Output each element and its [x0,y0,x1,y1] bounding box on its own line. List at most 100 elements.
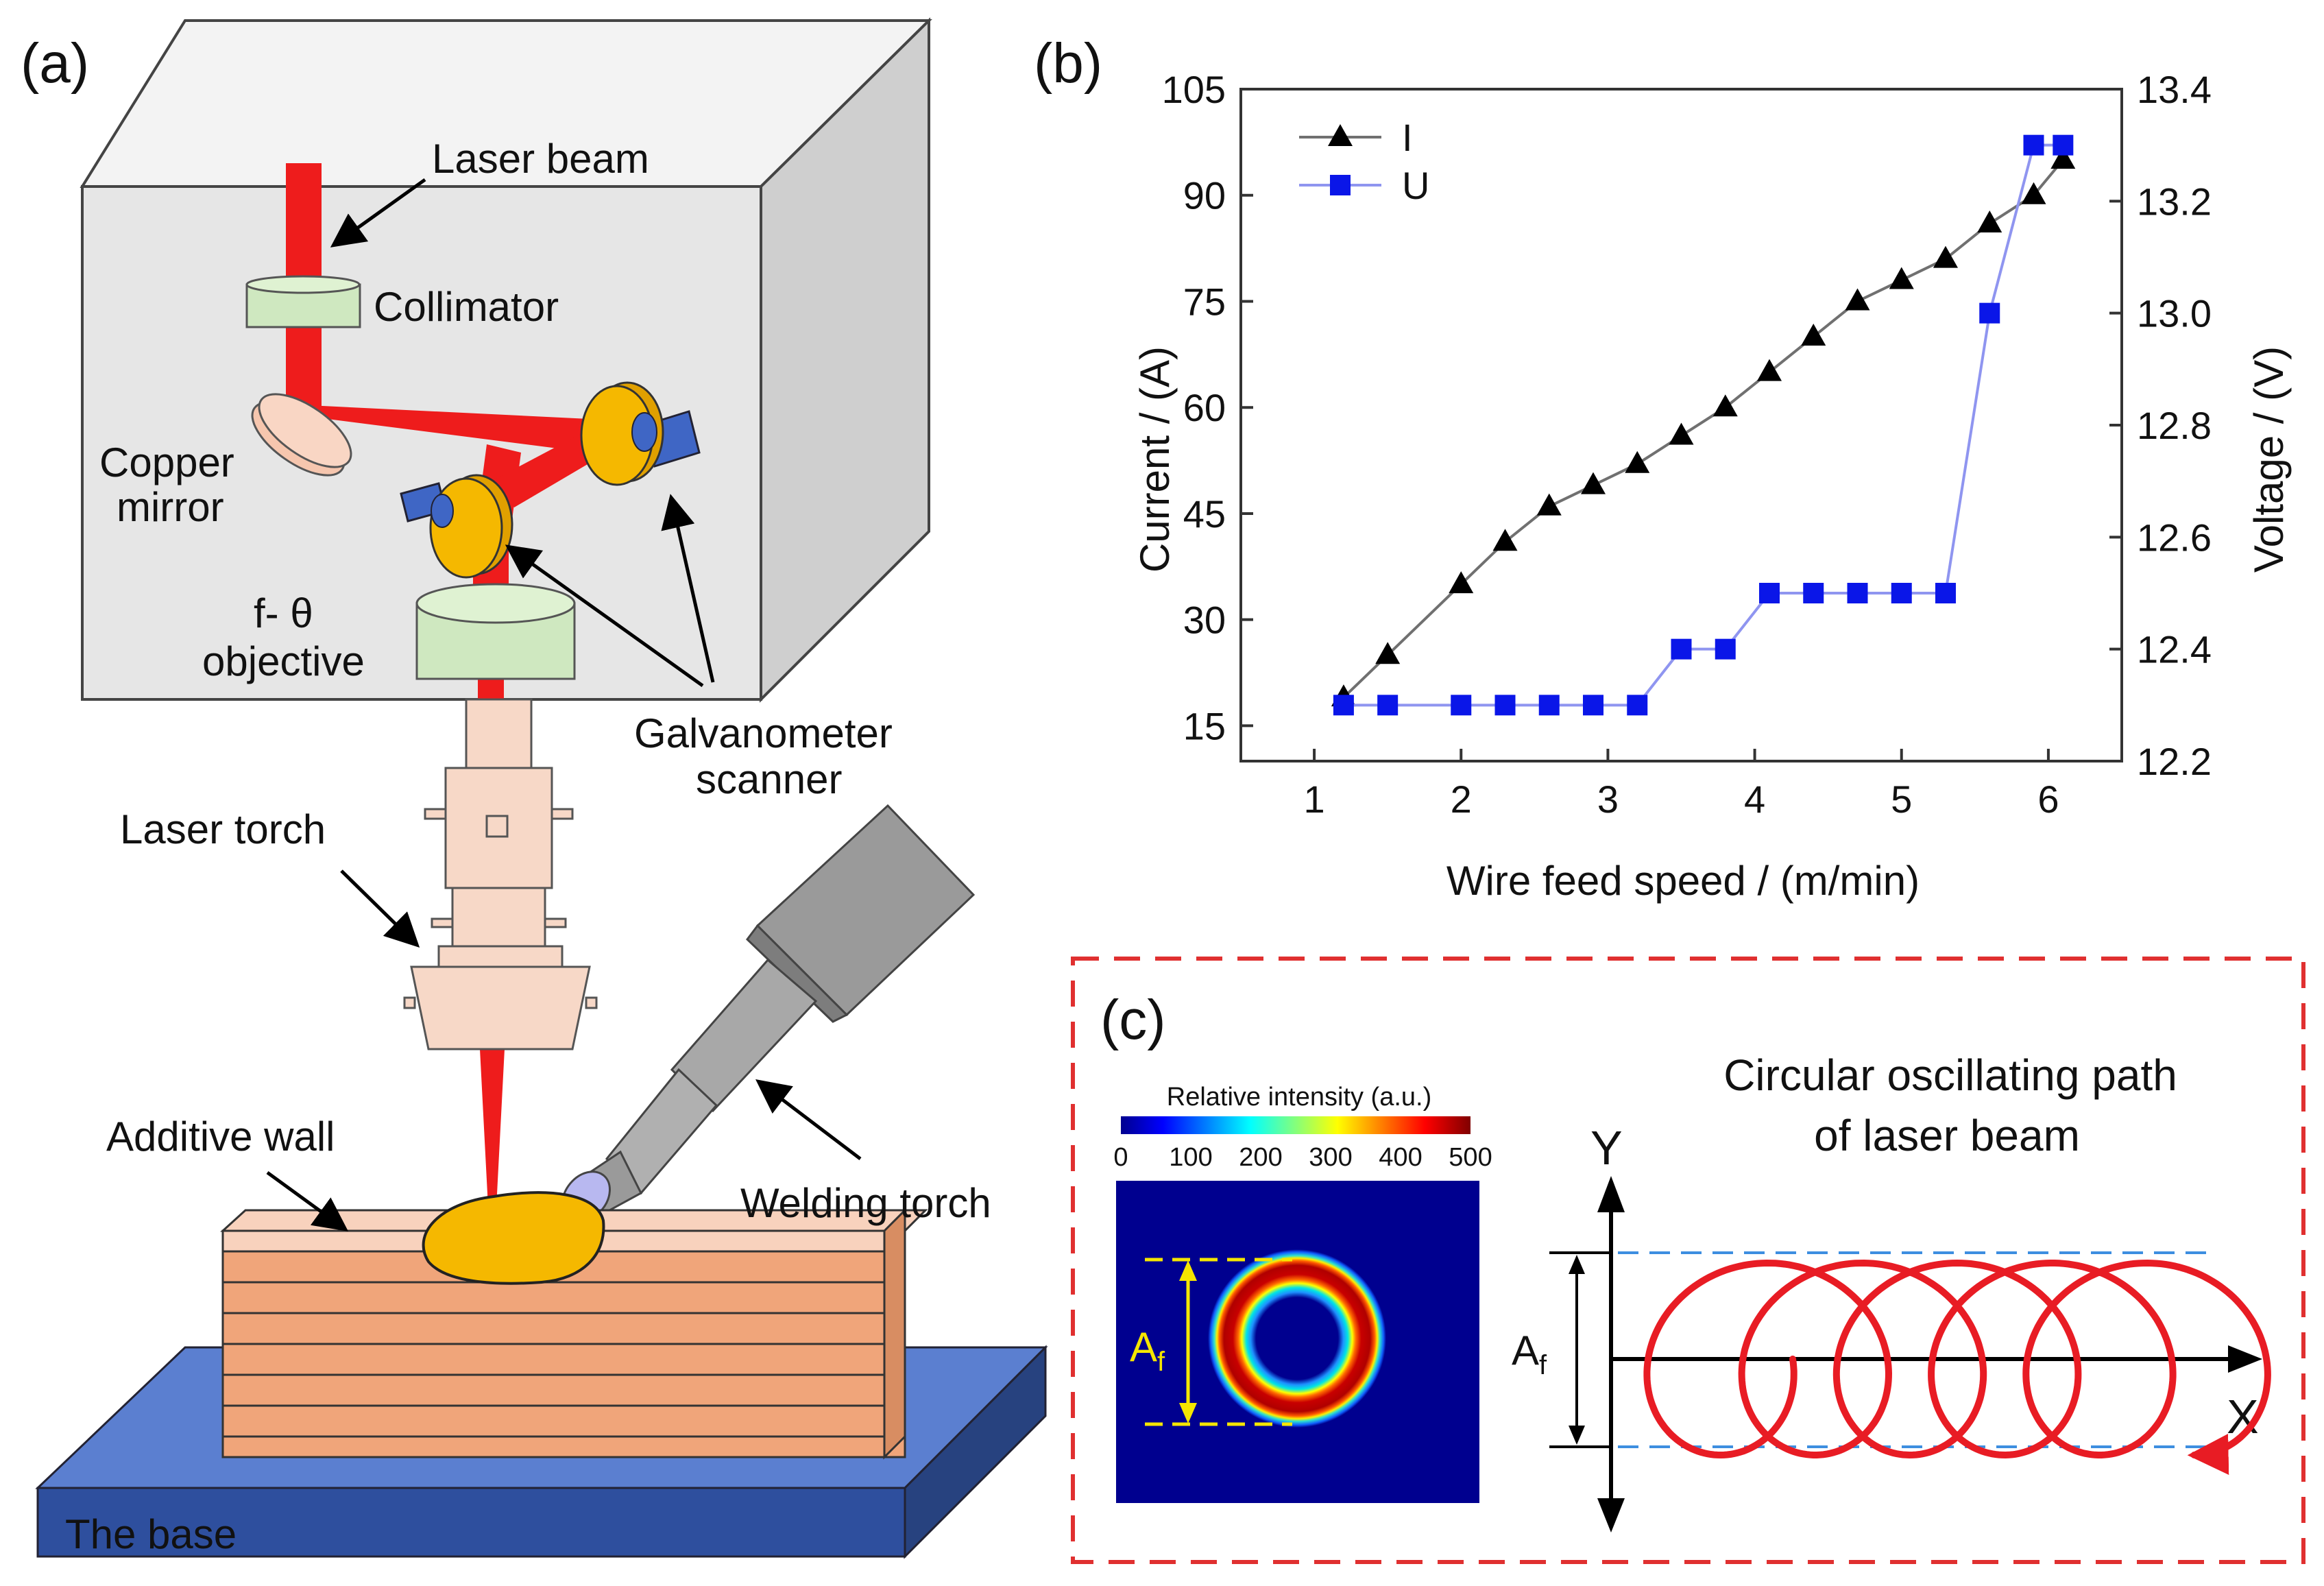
data-point-I [1581,472,1606,494]
y-right-tick-label: 12.4 [2137,628,2212,671]
x-tick-label: 1 [1304,778,1325,821]
label-copper-mirror-2: mirror [117,484,224,530]
data-point-I [1977,211,2002,232]
path-title-1: Circular oscillating path [1723,1050,2177,1100]
colorbar-tick-label: 400 [1379,1143,1422,1172]
af-marker-map [1145,1258,1292,1426]
intensity-ring [1208,1249,1386,1428]
data-point-I [1845,288,1870,311]
y-left-tick-label: 60 [1183,386,1226,429]
series-line-U [1343,143,2063,707]
colorbar-ticks: 0 100 200 300 400 500 [1113,1143,1492,1172]
label-laser-torch: Laser torch [120,806,326,852]
panel-c-border [1071,957,2305,1564]
x-tick-label: 5 [1891,778,1912,821]
chart-ylabel-right: Voltage / (V) [2246,346,2292,573]
label-f-theta-1: f- θ [254,590,313,636]
x-tick-label: 2 [1451,778,1472,821]
x-tick-label: 3 [1597,778,1619,821]
legend-marker-U [1330,175,1351,195]
panel-a-labels: Laser beam Collimator Copper mirror f- θ… [65,136,991,1557]
path-bounds [1618,1251,2207,1448]
colorbar-tick-label: 500 [1449,1143,1492,1172]
data-point-I [1492,529,1518,551]
data-point-U [1377,695,1399,716]
additive-wall [220,1207,928,1460]
annotation-arrows [266,178,862,1231]
data-point-I [1449,571,1474,594]
y-right-tick-label: 12.6 [2137,516,2212,559]
colorbar-tick-label: 100 [1169,1143,1212,1172]
panel-c-label: (c) [1100,989,1166,1051]
chart-ylabel-left: Current / (A) [1132,346,1178,573]
y-left-tick-label: 90 [1183,174,1226,217]
data-point-I [1801,324,1826,346]
panel-b-label: (b) [1034,32,1102,95]
af-label-map: Af [1130,1324,1165,1377]
data-point-I [1933,245,1958,268]
data-point-U [1627,695,1648,716]
data-point-U [1979,302,2000,324]
y-left-tick-label: 75 [1183,280,1226,323]
af-marker-path [1549,1251,1611,1448]
data-point-I [1625,450,1650,473]
label-f-theta-2: objective [202,638,365,684]
label-laser-beam: Laser beam [432,136,649,182]
y-left-tick-label: 45 [1183,492,1226,536]
data-point-I [2050,147,2076,169]
galvanometer-mirror-right [580,381,701,486]
scanner-housing [80,17,932,703]
label-copper-mirror-1: Copper [99,440,234,485]
data-point-I [1669,422,1694,445]
colorbar [1121,1116,1470,1134]
y-left-tick-label: 15 [1183,704,1226,747]
data-point-I [1889,267,1914,289]
data-point-U [1935,583,1956,603]
y-right-tick-label: 13.2 [2137,180,2212,223]
data-point-U [1494,695,1516,716]
path-y-axis-label: Y [1590,1121,1623,1175]
label-galvanometer-1: Galvanometer [634,710,893,756]
y-left-tick-label: 105 [1162,68,1226,111]
colorbar-tick-label: 0 [1113,1143,1128,1172]
laser-focus-cone [480,1049,505,1207]
path-axes [1597,1176,2262,1533]
collimator [245,275,361,328]
data-point-I [1375,642,1401,664]
chart-xlabel: Wire feed speed / (m/min) [1447,858,1920,904]
f-theta-objective [415,583,576,680]
data-point-U [1803,583,1824,603]
data-point-U [2023,134,2044,156]
data-point-U [1891,583,1912,603]
data-point-U [1715,638,1736,660]
af-label-path: Af [1512,1327,1547,1380]
copper-mirror [251,393,352,477]
data-point-I [1712,394,1738,417]
y-right-tick-label: 13.4 [2137,68,2212,111]
colorbar-title: Relative intensity (a.u.) [1167,1083,1432,1112]
y-right-tick-label: 12.2 [2137,740,2212,783]
panel-a-label: (a) [21,32,89,95]
y-left-tick-label: 30 [1183,599,1226,642]
data-point-I [2021,182,2046,204]
data-point-I [1757,359,1782,381]
data-point-U [2053,134,2074,156]
data-point-U [1451,695,1472,716]
legend-marker-I [1328,124,1353,146]
data-point-U [1333,695,1354,716]
y-right-tick-label: 13.0 [2137,292,2212,335]
legend-label-I: I [1402,116,1413,159]
oscillation-spiral [1643,1259,2271,1475]
colorbar-tick-label: 300 [1309,1143,1352,1172]
data-point-U [1583,695,1603,716]
panel-a: (a) [21,17,1048,1559]
panel-c: (c) Relative intensity (a.u.) 0 100 200 300… [1071,957,2305,1564]
path-title-2: of laser beam [1814,1111,2080,1160]
legend-label-U: U [1402,164,1429,207]
welding-torch [561,804,976,1223]
colorbar-tick-label: 200 [1239,1143,1282,1172]
data-point-U [1759,583,1780,603]
